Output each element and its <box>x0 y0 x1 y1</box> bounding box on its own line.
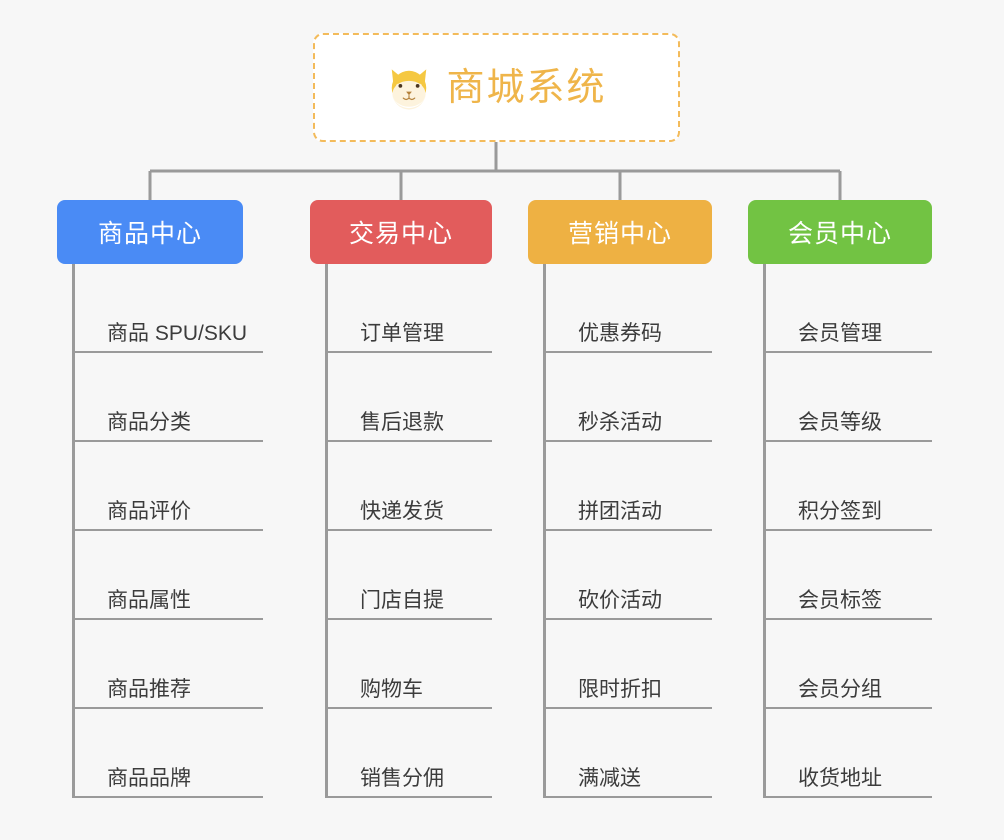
list-item[interactable]: 商品属性 <box>75 531 264 620</box>
child-label: 秒杀活动 <box>578 411 662 434</box>
list-item[interactable]: 拼团活动 <box>546 442 712 531</box>
category-header-huiyuan[interactable]: 会员中心 <box>748 200 932 264</box>
child-list: 订单管理 售后退款 快递发货 门店自提 购物车 销售分佣 <box>325 264 492 798</box>
list-item[interactable]: 订单管理 <box>328 264 492 353</box>
child-label: 砍价活动 <box>578 589 662 612</box>
child-list: 商品 SPU/SKU 商品分类 商品评价 商品属性 商品推荐 商品品牌 <box>72 264 264 798</box>
child-label: 积分签到 <box>798 500 882 523</box>
category-header-jiaoyi[interactable]: 交易中心 <box>310 200 492 264</box>
list-item[interactable]: 销售分佣 <box>328 709 492 798</box>
child-label: 优惠券码 <box>578 322 662 345</box>
list-item[interactable]: 会员分组 <box>766 620 932 709</box>
root-title: 商城系统 <box>446 66 607 109</box>
category-label: 商品中心 <box>97 220 202 248</box>
list-item[interactable]: 售后退款 <box>328 353 492 442</box>
child-label: 限时折扣 <box>578 678 662 701</box>
child-label: 门店自提 <box>360 589 444 612</box>
child-label: 商品 SPU/SKU <box>107 322 248 345</box>
child-label: 会员管理 <box>798 322 882 345</box>
category-column-yingxiao: 营销中心 优惠券码 秒杀活动 拼团活动 砍价活动 限时折扣 满减送 <box>528 200 712 798</box>
category-column-jiaoyi: 交易中心 订单管理 售后退款 快递发货 门店自提 购物车 销售分佣 <box>310 200 492 798</box>
list-item[interactable]: 优惠券码 <box>546 264 712 353</box>
category-column-shangpin: 商品中心 商品 SPU/SKU 商品分类 商品评价 商品属性 商品推荐 商品品牌 <box>57 200 264 798</box>
category-header-yingxiao[interactable]: 营销中心 <box>528 200 712 264</box>
category-label: 营销中心 <box>567 220 672 248</box>
child-label: 售后退款 <box>360 411 444 434</box>
list-item[interactable]: 门店自提 <box>328 531 492 620</box>
child-label: 商品推荐 <box>107 678 191 701</box>
list-item[interactable]: 商品品牌 <box>75 709 264 798</box>
list-item[interactable]: 快递发货 <box>328 442 492 531</box>
child-label: 销售分佣 <box>360 767 444 790</box>
list-item[interactable]: 商品推荐 <box>75 620 264 709</box>
list-item[interactable]: 积分签到 <box>766 442 932 531</box>
list-item[interactable]: 商品分类 <box>75 353 264 442</box>
category-header-shangpin[interactable]: 商品中心 <box>57 200 243 264</box>
child-label: 订单管理 <box>360 322 444 345</box>
list-item[interactable]: 秒杀活动 <box>546 353 712 442</box>
child-label: 收货地址 <box>798 767 882 790</box>
list-item[interactable]: 满减送 <box>546 709 712 798</box>
child-label: 快递发货 <box>360 500 444 523</box>
list-item[interactable]: 限时折扣 <box>546 620 712 709</box>
list-item[interactable]: 收货地址 <box>766 709 932 798</box>
child-label: 拼团活动 <box>578 500 662 523</box>
root-node[interactable]: 商城系统 <box>313 33 680 142</box>
shiba-dog-face-icon <box>392 68 427 110</box>
list-item[interactable]: 商品 SPU/SKU <box>75 264 264 353</box>
child-label: 购物车 <box>360 678 423 701</box>
child-label: 会员分组 <box>798 678 882 701</box>
category-label: 会员中心 <box>787 220 892 248</box>
child-label: 会员等级 <box>798 411 882 434</box>
list-item[interactable]: 购物车 <box>328 620 492 709</box>
child-label: 商品分类 <box>107 411 191 434</box>
list-item[interactable]: 商品评价 <box>75 442 264 531</box>
child-label: 商品品牌 <box>107 767 191 790</box>
list-item[interactable]: 砍价活动 <box>546 531 712 620</box>
list-item[interactable]: 会员标签 <box>766 531 932 620</box>
list-item[interactable]: 会员管理 <box>766 264 932 353</box>
child-label: 满减送 <box>578 767 641 790</box>
child-list: 优惠券码 秒杀活动 拼团活动 砍价活动 限时折扣 满减送 <box>543 264 712 798</box>
child-label: 会员标签 <box>798 589 882 612</box>
category-label: 交易中心 <box>348 220 453 248</box>
child-label: 商品评价 <box>107 500 191 523</box>
list-item[interactable]: 会员等级 <box>766 353 932 442</box>
child-list: 会员管理 会员等级 积分签到 会员标签 会员分组 收货地址 <box>763 264 932 798</box>
category-column-huiyuan: 会员中心 会员管理 会员等级 积分签到 会员标签 会员分组 收货地址 <box>748 200 932 798</box>
child-label: 商品属性 <box>107 589 191 612</box>
